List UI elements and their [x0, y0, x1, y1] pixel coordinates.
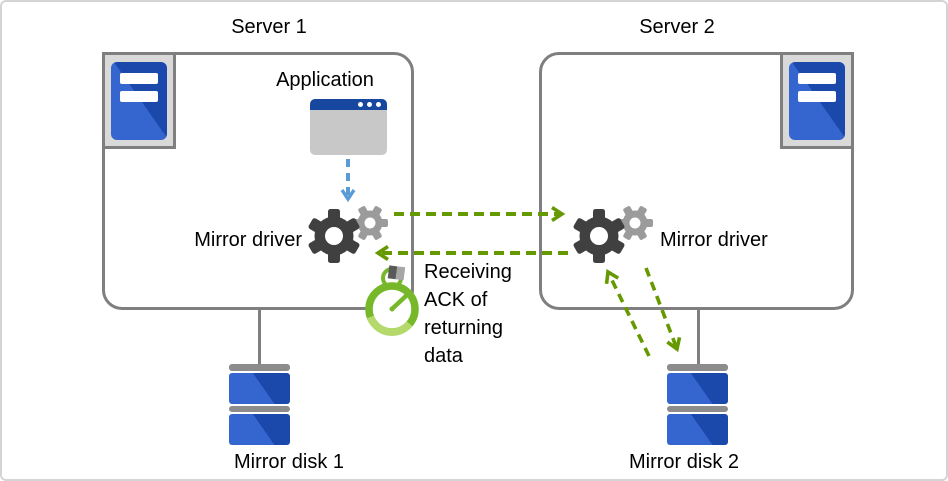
server1-badge-panel	[102, 52, 176, 149]
disk-stack-icon	[229, 364, 290, 445]
server2-badge-panel	[780, 52, 854, 149]
server2-mirror-driver-label: Mirror driver	[660, 229, 768, 251]
server-tower-icon	[789, 61, 845, 140]
server-tower-icon	[111, 61, 167, 140]
mirror-disk1-label: Mirror disk 1	[233, 451, 344, 473]
server1-disk-connector	[258, 310, 261, 366]
ack-annotation: Receiving ACK of returning data	[424, 261, 512, 367]
server1-title: Server 1	[231, 16, 307, 38]
application-label: Application	[276, 69, 374, 91]
server1-mirror-driver-label: Mirror driver	[194, 229, 302, 251]
app-window-icon	[310, 99, 387, 155]
server2-disk-connector	[697, 310, 700, 366]
server2-title: Server 2	[639, 16, 715, 38]
mirror-disk2-label: Mirror disk 2	[628, 451, 739, 473]
disk-stack-icon	[667, 364, 728, 445]
